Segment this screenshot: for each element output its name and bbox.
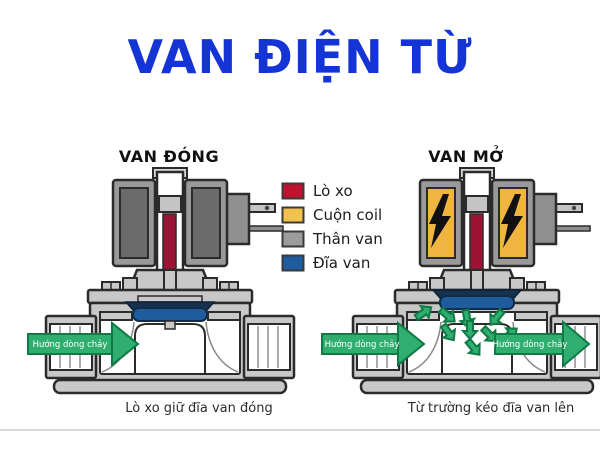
valve-closed-diagram: Hướng dòng chảy	[27, 167, 296, 395]
electrical-connector	[223, 192, 284, 246]
flow-arrow-out: Hướng dòng chảy	[493, 319, 591, 369]
flow-arrow-label: Hướng dòng chảy	[493, 339, 568, 350]
flow-arrow-in: Hướng dòng chảy	[27, 320, 140, 368]
solenoid-coil-right	[183, 178, 229, 268]
solenoid-coil-left-energized	[418, 178, 464, 268]
valve-seat-right	[514, 311, 548, 321]
legend-swatch-gray	[281, 230, 305, 248]
legend-swatch-red	[281, 182, 305, 200]
plunger-tube	[152, 167, 188, 288]
flow-arrows-internal	[413, 304, 518, 356]
heading-valve-open: VAN MỞ	[428, 147, 504, 166]
valve-seat-right	[207, 311, 241, 321]
valve-bonnet	[122, 268, 218, 305]
valve-disc-closed	[124, 295, 216, 330]
solenoid-coil-left	[111, 178, 157, 268]
valve-open-diagram: Hướng dòng chảy Hướng dòng chảy	[321, 167, 600, 395]
valve-body	[44, 301, 296, 395]
legend: Lò xo Cuộn coil Thân van Đĩa van	[281, 179, 383, 275]
electrical-connector	[530, 192, 591, 246]
caption-valve-closed: Lò xo giữ đĩa van đóng	[125, 401, 273, 416]
lightning-icon	[501, 194, 523, 248]
legend-swatch-yellow	[281, 206, 305, 224]
valve-disc-open	[431, 289, 523, 310]
lightning-icon	[429, 194, 451, 248]
legend-item-spring: Lò xo	[281, 179, 383, 203]
flow-arrow-label: Hướng dòng chảy	[33, 339, 108, 350]
valve-bonnet	[429, 268, 525, 293]
page-title: VAN ĐIỆN TỪ	[127, 30, 473, 84]
caption-valve-open: Từ trường kéo đĩa van lên	[407, 401, 575, 416]
spring	[162, 213, 177, 273]
legend-label: Lò xo	[313, 182, 353, 200]
bottom-divider	[0, 429, 600, 431]
legend-label: Thân van	[313, 230, 383, 248]
spring	[469, 213, 484, 273]
legend-item-body: Thân van	[281, 227, 383, 251]
legend-label: Cuộn coil	[313, 206, 383, 224]
heading-valve-closed: VAN ĐÓNG	[118, 147, 220, 166]
valve-seat-left	[99, 311, 133, 321]
legend-swatch-blue	[281, 254, 305, 272]
legend-label: Đĩa van	[313, 254, 371, 272]
outlet-port	[247, 323, 291, 371]
legend-item-disc: Đĩa van	[281, 251, 383, 275]
flow-arrow-label: Hướng dòng chảy	[325, 339, 400, 350]
flow-arrow-in: Hướng dòng chảy	[321, 320, 426, 368]
solenoid-coil-right-energized	[490, 178, 536, 268]
legend-item-coil: Cuộn coil	[281, 203, 383, 227]
plunger-tube	[459, 167, 495, 288]
